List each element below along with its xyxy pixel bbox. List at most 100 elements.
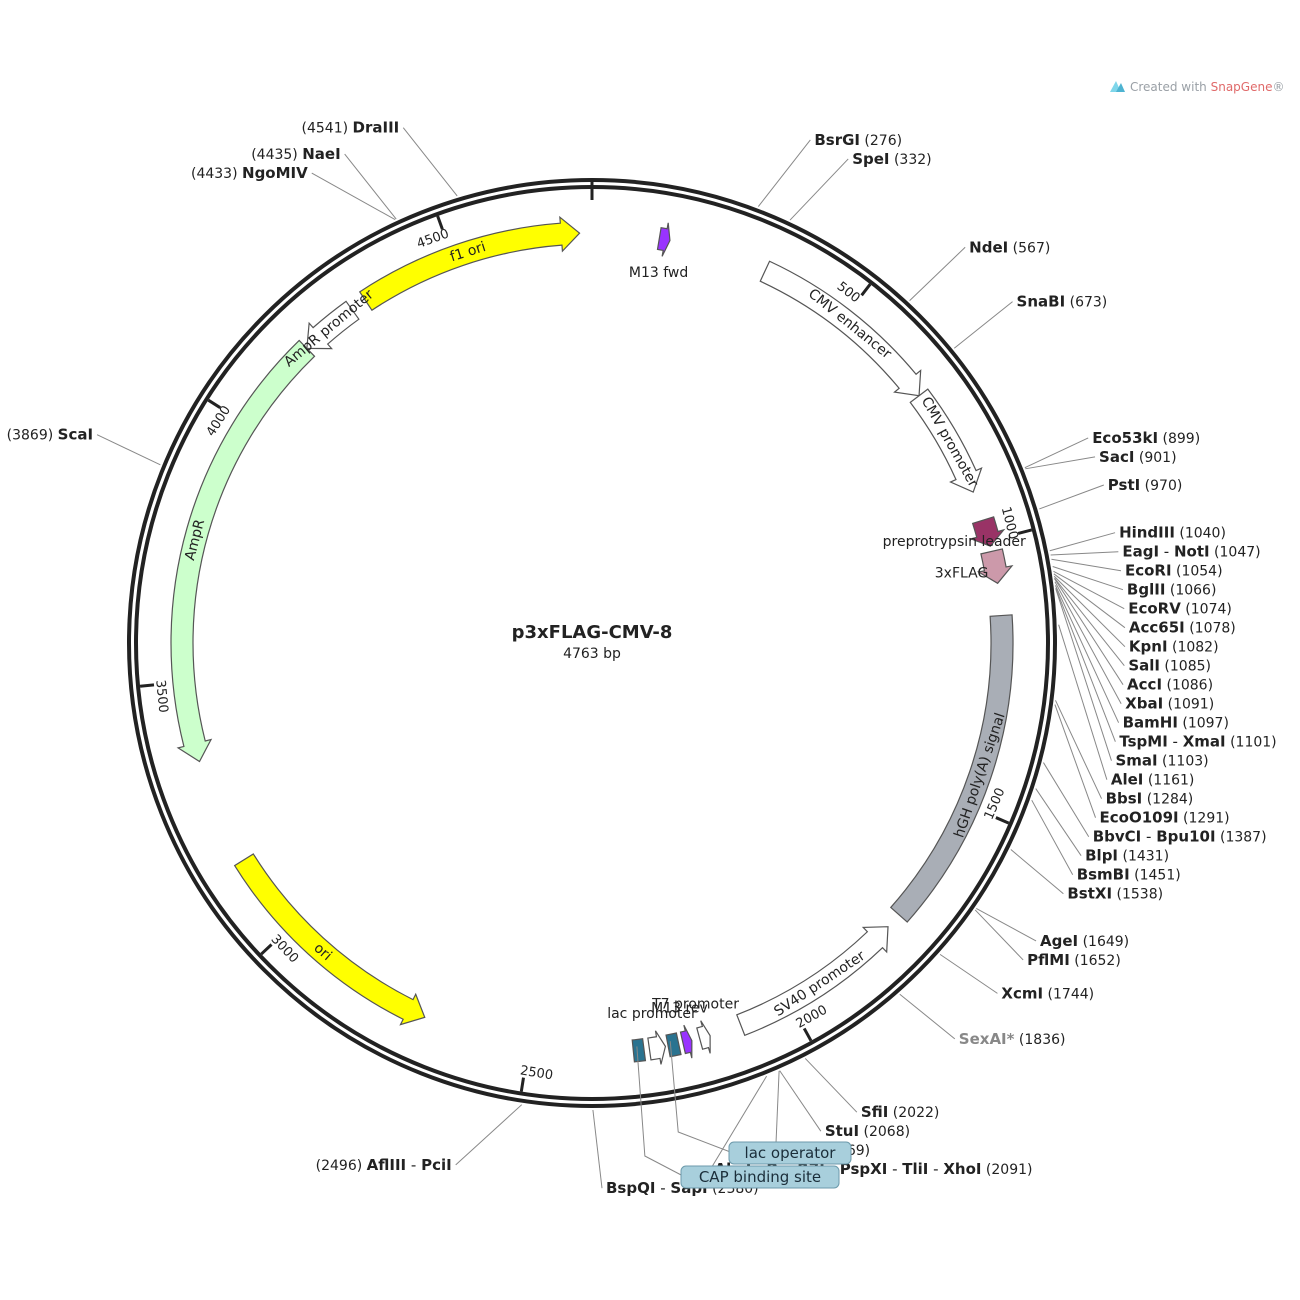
site-leader-line: [1053, 575, 1126, 648]
feature-label: T7 promoter: [651, 996, 739, 1012]
feature-cmv-promoter: CMV promoter: [909, 388, 983, 493]
plasmid-size: 4763 bp: [563, 646, 621, 662]
site-leader-lines: [96, 127, 1126, 1189]
feature-shape: [759, 260, 922, 397]
site-leader-line: [1010, 849, 1064, 895]
site-enzyme: BstXI: [1067, 885, 1112, 903]
site-leader-line: [1054, 704, 1096, 818]
site-leader-line: [1043, 762, 1090, 837]
site-afliii-pcii: (2496) AflIII - PciI: [316, 1156, 452, 1174]
site-pflmi: PflMI (1652): [1027, 951, 1121, 969]
feature-lac-promoter: lac promoter: [607, 1006, 697, 1065]
site-leader-line: [710, 1075, 768, 1170]
tick-label: 3500: [152, 679, 170, 713]
site-separator: -: [1141, 828, 1156, 846]
site-enzyme: EagI: [1122, 543, 1159, 561]
site-enzyme: AccI: [1127, 676, 1162, 694]
badge-box: [728, 1141, 852, 1165]
site-bbvci-bpu10i: BbvCI - Bpu10I (1387): [1093, 828, 1267, 846]
feature-shape: [909, 388, 983, 493]
site-position: (1291): [1179, 811, 1230, 827]
snapgene-logo-icon: [1110, 81, 1125, 92]
site-bamhi: BamHI (1097): [1123, 714, 1229, 732]
site-spei: SpeI (332): [852, 150, 931, 168]
feature-shape: [170, 339, 316, 763]
site-bsmbi: BsmBI (1451): [1077, 866, 1181, 884]
site-position: (2091): [981, 1162, 1032, 1178]
feature-shape: [969, 516, 1006, 547]
feature-shape: [233, 853, 426, 1026]
site-leader-line: [1055, 587, 1116, 742]
site-enzyme: XmaI: [1183, 733, 1226, 751]
site-leader-line: [976, 907, 1037, 942]
site-enzyme: BamHI: [1123, 714, 1178, 732]
feature-shape: [976, 548, 1014, 585]
site-leader-line: [899, 993, 956, 1040]
site-position: (1538): [1112, 887, 1163, 903]
site-enzyme: EcoRI: [1125, 562, 1172, 580]
feature-lac-operator: [665, 1032, 682, 1058]
site-enzyme: BsrGI: [814, 131, 860, 149]
site-position: (3869): [7, 428, 58, 444]
badge-cap-binding-site: CAP binding site: [680, 1165, 840, 1189]
badge-leader-line: [636, 1046, 686, 1178]
site-enzyme: SacI: [1099, 448, 1134, 466]
site-leader-line: [96, 434, 161, 466]
site-enzyme: TliI: [902, 1160, 928, 1178]
site-smai: SmaI (1103): [1115, 752, 1208, 770]
site-enzyme: AleI: [1111, 771, 1144, 789]
feature-label: lac promoter: [607, 1006, 697, 1022]
site-psti: PstI (970): [1108, 476, 1183, 494]
site-position: (1086): [1162, 678, 1213, 694]
site-position: (1066): [1165, 583, 1216, 599]
site-leader-line: [1054, 577, 1125, 667]
feature-label: 3xFLAG: [935, 566, 989, 582]
site-leader-line: [592, 1109, 603, 1189]
site-bglii: BglII (1066): [1127, 581, 1217, 599]
tick-mark: [207, 398, 222, 409]
site-enzyme: SmaI: [1115, 752, 1157, 770]
site-enzyme: SpeI: [852, 150, 889, 168]
feature-label: CMV promoter: [918, 394, 981, 490]
feature-label: M13 rev: [651, 1001, 708, 1017]
badge-leader-line: [669, 1041, 734, 1154]
site-position: (970): [1140, 478, 1182, 494]
site-leader-line: [1035, 788, 1082, 856]
site-enzyme: NaeI: [302, 145, 340, 163]
site-leader-line: [804, 1058, 858, 1113]
site-ngomiv: (4433) NgoMIV: [191, 164, 308, 182]
site-enzyme: PspXI: [840, 1160, 888, 1178]
site-leader-line: [311, 172, 396, 220]
site-leader-line: [1052, 566, 1124, 591]
site-leader-line: [1039, 484, 1104, 510]
plasmid-name: p3xFLAG-CMV-8: [512, 622, 673, 643]
tick-mark: [260, 943, 273, 956]
site-leader-line: [789, 158, 849, 221]
site-blpi: BlpI (1431): [1085, 847, 1169, 865]
site-ndei: NdeI (567): [969, 238, 1050, 256]
site-enzyme: BsmBI: [1077, 866, 1130, 884]
site-xcmi: XcmI (1744): [1001, 984, 1094, 1002]
site-enzyme: SfiI: [861, 1103, 889, 1121]
plasmid-center-label: p3xFLAG-CMV-8 4763 bp: [512, 622, 673, 662]
site-enzyme: TspMI: [1119, 733, 1167, 751]
site-position: (1040): [1175, 526, 1226, 542]
feature-m13-fwd: M13 fwd: [629, 222, 688, 281]
feature-shape: [631, 1038, 647, 1063]
credit-text: Created with SnapGene®: [1130, 80, 1284, 94]
site-enzyme: SexAI*: [959, 1030, 1015, 1048]
badge-label: lac operator: [745, 1144, 837, 1162]
site-leader-line: [779, 1070, 822, 1132]
site-enzyme: PstI: [1108, 476, 1140, 494]
site-hindiii: HindIII (1040): [1119, 524, 1226, 542]
site-leader-line: [1053, 573, 1126, 629]
site-bsrgi: BsrGI (276): [814, 131, 902, 149]
feature-shape: [679, 1024, 693, 1059]
plasmid-backbone: [127, 178, 1057, 1108]
site-ecorv: EcoRV (1074): [1128, 600, 1232, 618]
site-enzyme: DraIII: [353, 119, 400, 137]
site-position: (1054): [1172, 564, 1223, 580]
site-leader-line: [455, 1104, 523, 1166]
site-leader-line: [953, 301, 1013, 349]
